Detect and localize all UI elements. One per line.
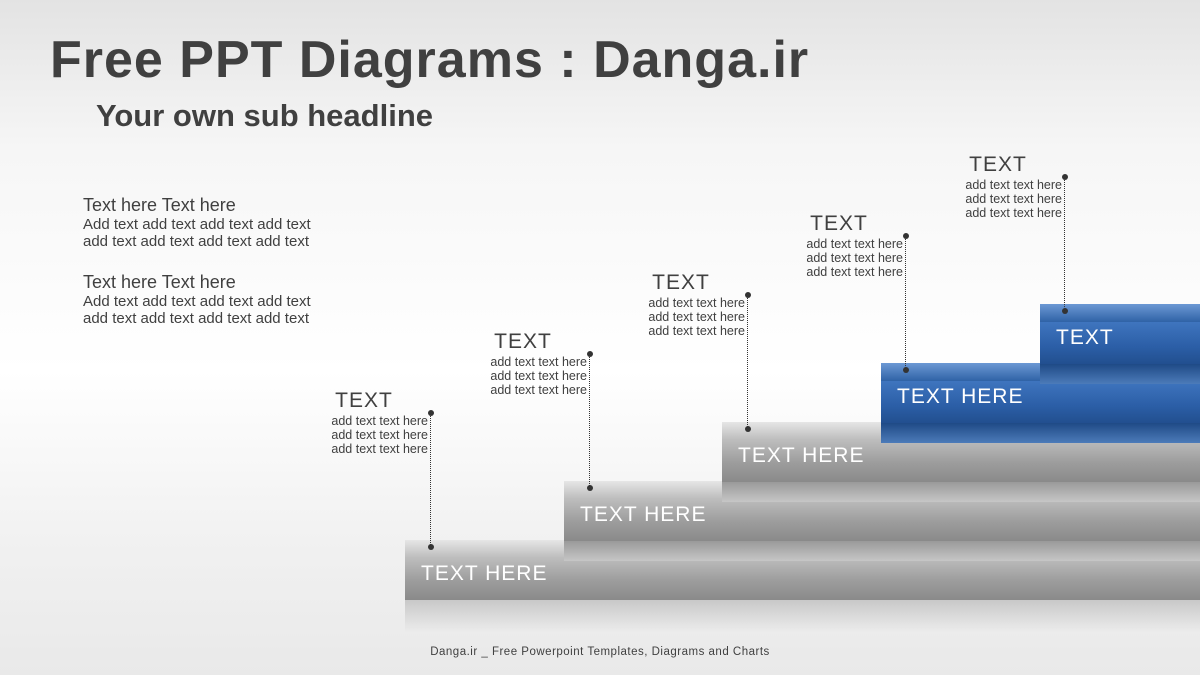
- callout-line: add text text here: [648, 324, 745, 338]
- callout-dot: [903, 233, 909, 239]
- text-block-line: add text add text add text add text: [83, 310, 309, 327]
- callout-line: add text text here: [490, 383, 587, 397]
- text-block-line: Add text add text add text add text: [83, 293, 311, 310]
- callout-heading: TEXT: [652, 271, 710, 294]
- step-label: TEXT HERE: [897, 385, 1024, 408]
- callout-line: add text text here: [331, 414, 428, 428]
- text-block-2: Text here Text here Add text add text ad…: [83, 271, 311, 327]
- stair-reflection: [405, 600, 1200, 632]
- text-block-line: add text add text add text add text: [83, 233, 309, 250]
- callout-leader-line: [430, 413, 431, 547]
- stair-step-2: TEXT HERE: [564, 481, 1200, 561]
- step-anchor-dot: [587, 485, 593, 491]
- callout-leader-line: [1064, 177, 1065, 311]
- text-block-heading: Text here Text here: [83, 195, 236, 215]
- callout-line: add text text here: [965, 206, 1062, 220]
- callout-heading: TEXT: [494, 330, 552, 353]
- step-anchor-dot: [903, 367, 909, 373]
- callout-line: add text text here: [806, 265, 903, 279]
- callout-leader-line: [589, 354, 590, 488]
- step-label: TEXT HERE: [421, 562, 548, 585]
- callout-heading: TEXT: [969, 153, 1027, 176]
- step-label: TEXT HERE: [580, 503, 707, 526]
- callout-heading: TEXT: [810, 212, 868, 235]
- callout-leader-line: [747, 295, 748, 429]
- callout-line: add text text here: [806, 251, 903, 265]
- callout-leader-line: [905, 236, 906, 370]
- callout-line: add text text here: [490, 369, 587, 383]
- callout-line: add text text here: [965, 178, 1062, 192]
- step-label: TEXT HERE: [738, 444, 865, 467]
- stair-step-5: TEXT: [1040, 304, 1200, 384]
- footer-text: Danga.ir _ Free Powerpoint Templates, Di…: [430, 646, 770, 658]
- step-label: TEXT: [1056, 326, 1114, 349]
- callout-line: add text text here: [331, 428, 428, 442]
- step-anchor-dot: [1062, 308, 1068, 314]
- step-anchor-dot: [428, 544, 434, 550]
- callout-line: add text text here: [331, 442, 428, 456]
- callout-dot: [587, 351, 593, 357]
- callout-line: add text text here: [648, 296, 745, 310]
- stair-step-3: TEXT HERE: [722, 422, 1200, 502]
- callout-heading: TEXT: [335, 389, 393, 412]
- callout-line: add text text here: [490, 355, 587, 369]
- callout-dot: [428, 410, 434, 416]
- callout-dot: [745, 292, 751, 298]
- text-block-1: Text here Text here Add text add text ad…: [83, 194, 311, 250]
- text-block-line: Add text add text add text add text: [83, 216, 311, 233]
- callout-line: add text text here: [648, 310, 745, 324]
- callout-line: add text text here: [806, 237, 903, 251]
- callout-dot: [1062, 174, 1068, 180]
- text-block-heading: Text here Text here: [83, 272, 236, 292]
- sub-headline: Your own sub headline: [96, 98, 434, 133]
- step-anchor-dot: [745, 426, 751, 432]
- page-title: Free PPT Diagrams : Danga.ir: [50, 31, 810, 89]
- callout-line: add text text here: [965, 192, 1062, 206]
